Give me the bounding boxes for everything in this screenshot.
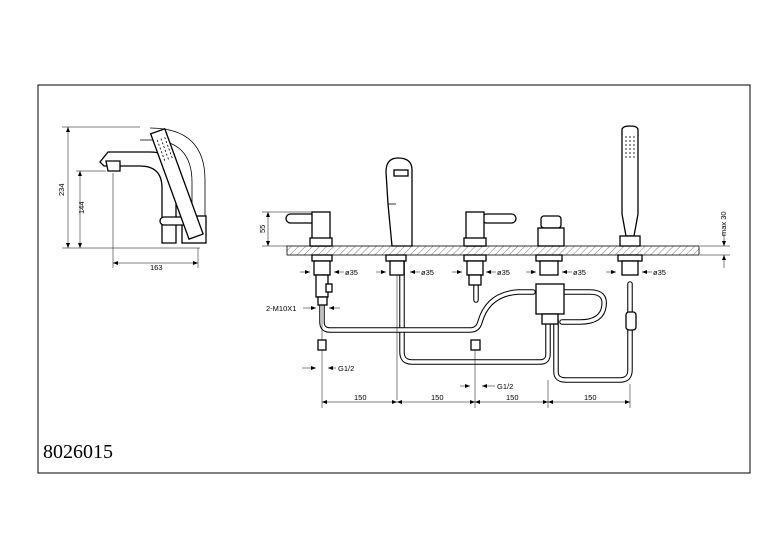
deck-section: [286, 245, 700, 256]
hole-diameter-4: ø35: [573, 268, 586, 277]
spacing-1: 150: [354, 393, 367, 402]
spout: [385, 157, 413, 400]
connection-right: G1/2: [497, 382, 513, 391]
dim-reach: 163: [150, 263, 163, 272]
dim-total-height: 234: [57, 183, 66, 196]
hand-shower: [617, 125, 643, 331]
front-view: 55 max 30 ø35 ø35 ø35 ø35 ø35: [258, 125, 730, 408]
drawing-frame: [37, 84, 751, 474]
hole-diameter-2: ø35: [421, 268, 434, 277]
valve-middle: [463, 211, 517, 351]
dim-deck-thickness: max 30: [719, 211, 728, 236]
dim-deck-height: 55: [258, 225, 267, 233]
hole-callouts: ø35 ø35 ø35 ø35 ø35: [300, 268, 666, 277]
product-code: 8026015: [43, 441, 113, 463]
thread-callout: 2-M10X1: [266, 304, 296, 313]
spacing-4: 150: [584, 393, 597, 402]
diverter: [535, 215, 565, 325]
spacing-dimensions: 150 150 150 150: [321, 350, 631, 408]
spacing-3: 150: [506, 393, 519, 402]
dim-spout-height: 144: [77, 201, 86, 214]
spacing-2: 150: [431, 393, 444, 402]
hole-diameter-3: ø35: [497, 268, 510, 277]
hole-diameter-1: ø35: [345, 268, 358, 277]
hole-diameter-5: ø35: [653, 268, 666, 277]
side-view: 234 144 163: [57, 126, 207, 272]
connection-left: G1/2: [338, 364, 354, 373]
valve-left: [285, 211, 333, 351]
